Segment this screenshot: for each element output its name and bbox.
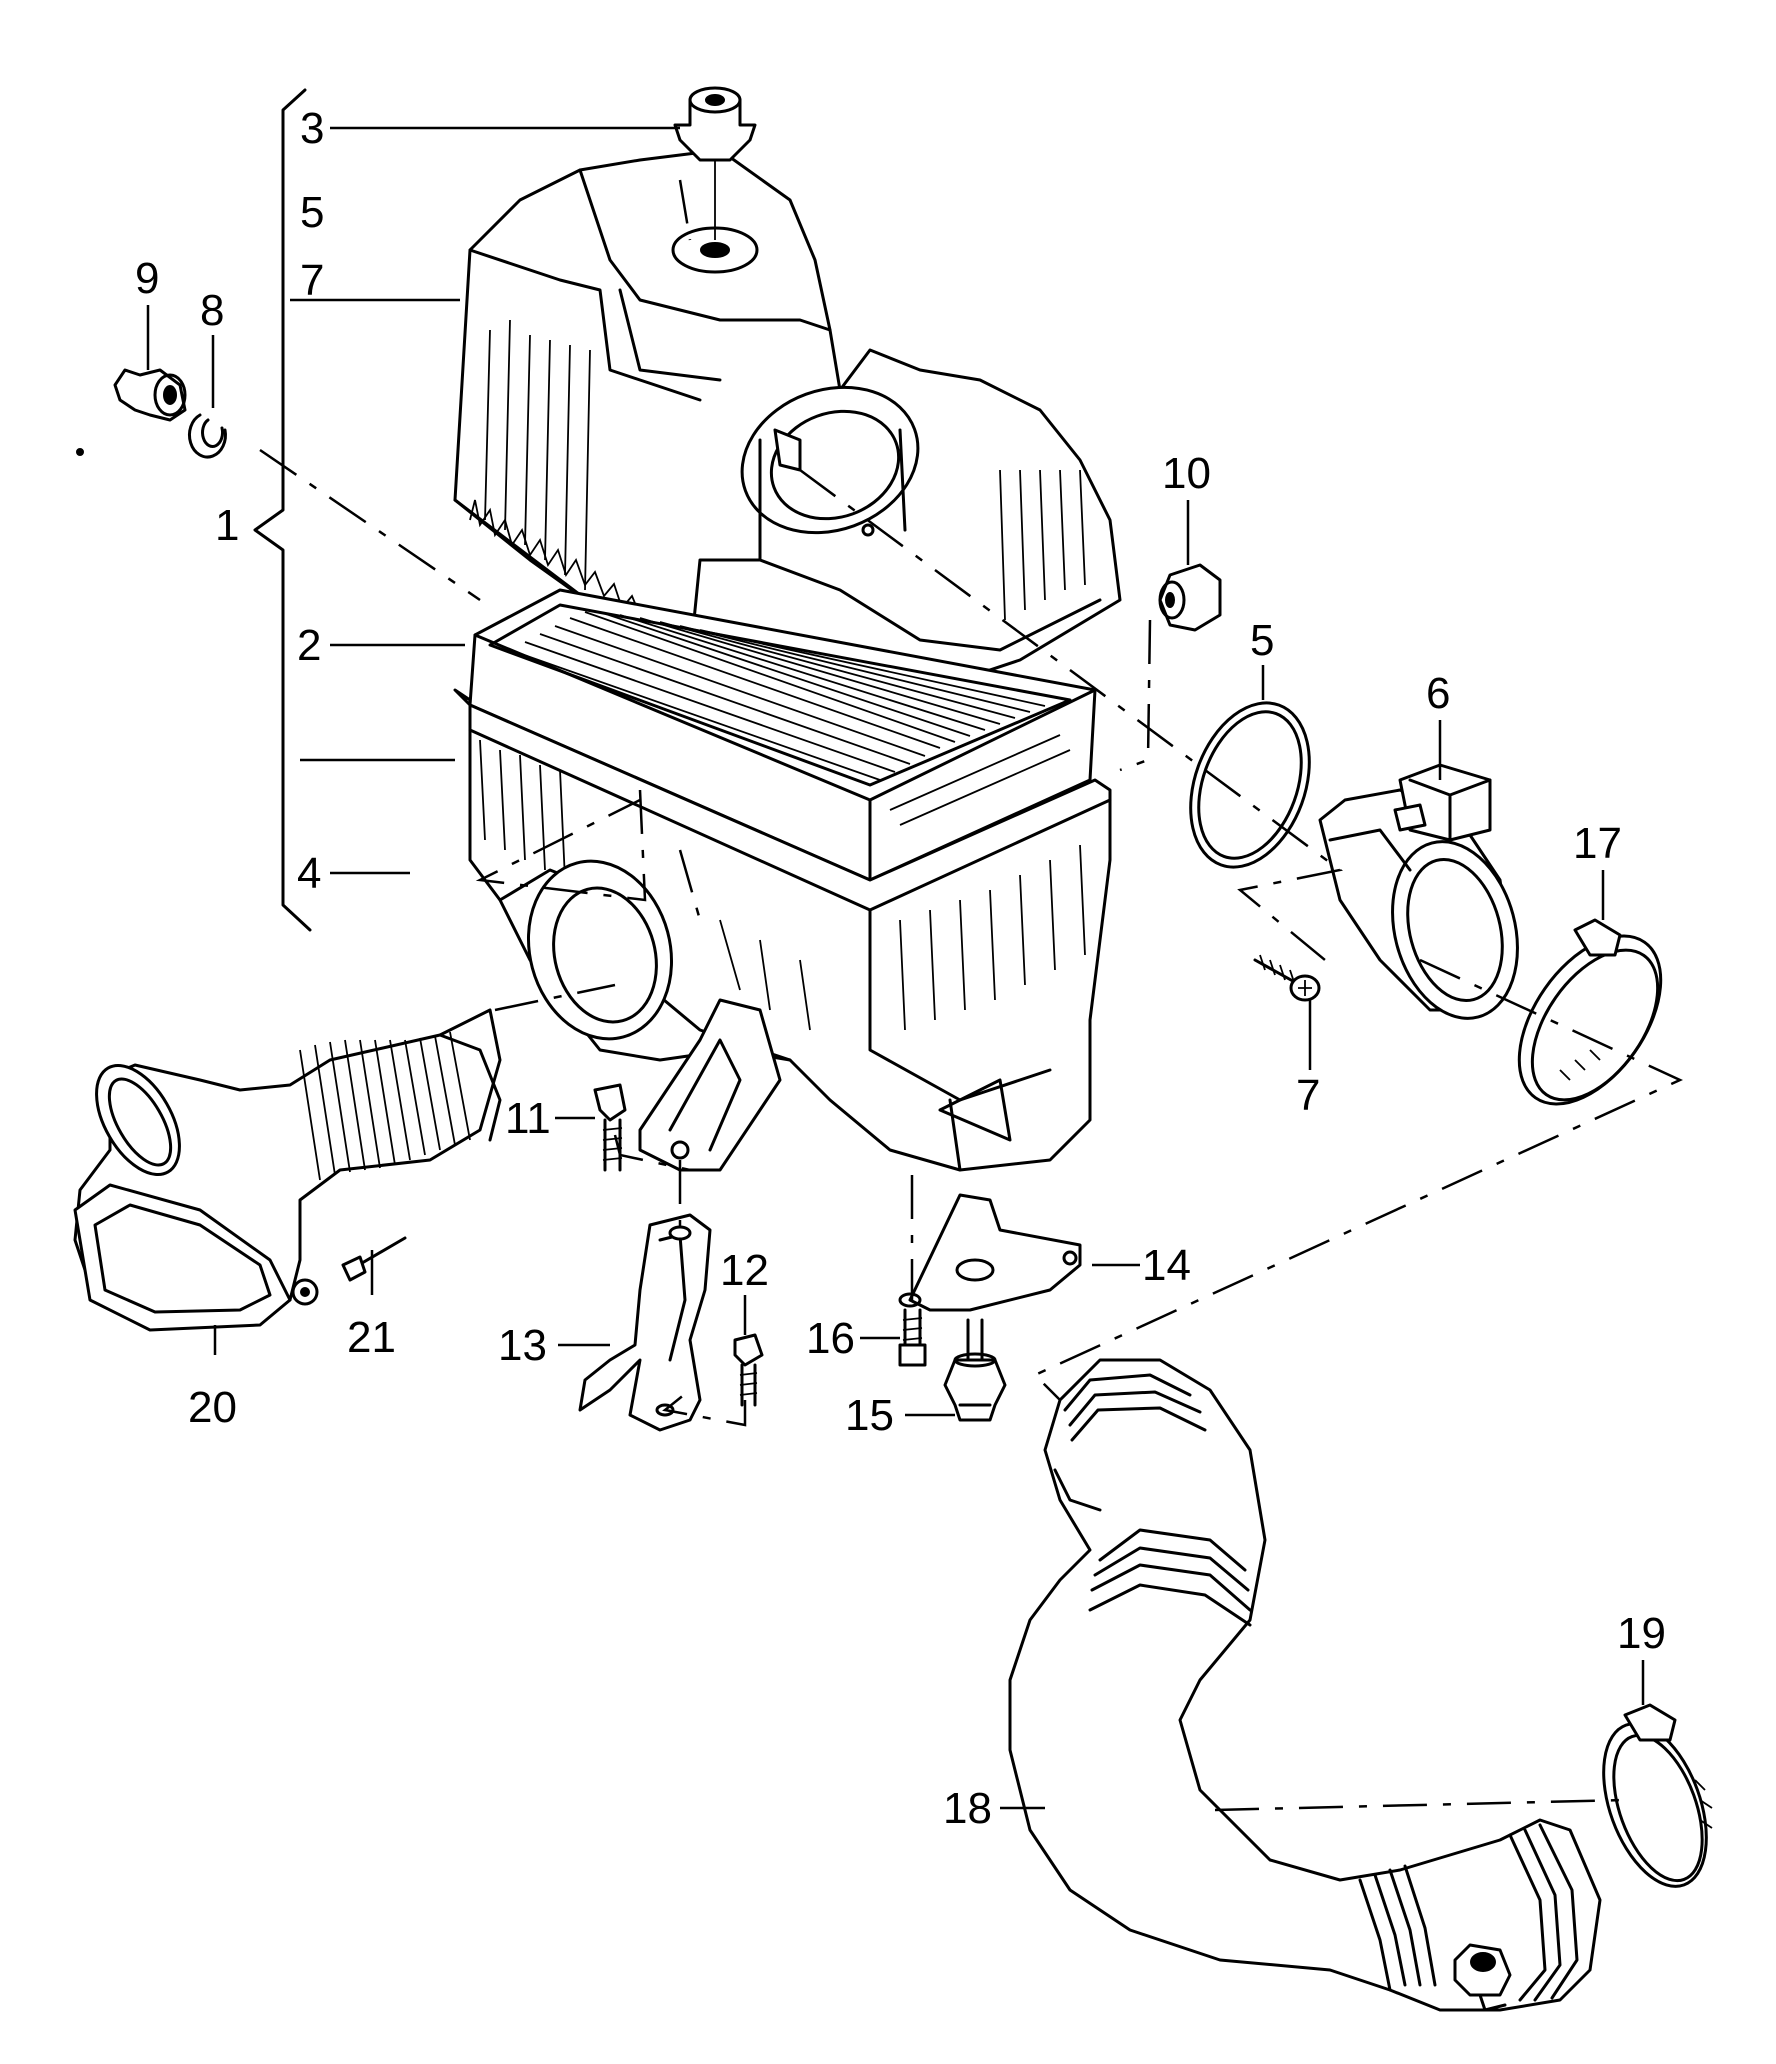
grommet-part-9 bbox=[113, 368, 187, 422]
rubber-mount-part-15 bbox=[943, 1318, 1007, 1422]
clip-part-8 bbox=[188, 413, 227, 459]
callout-11: 11 bbox=[505, 1094, 551, 1143]
callout-7-lid: 7 bbox=[300, 256, 324, 305]
air-filter-element bbox=[468, 588, 1097, 882]
callout-labels: 3 5 7 9 8 1 2 4 10 5 6 17 7 11 12 13 14 … bbox=[135, 104, 1666, 1833]
bolt-part-16 bbox=[898, 1308, 927, 1367]
cap-part-3 bbox=[673, 86, 757, 240]
callout-16: 16 bbox=[806, 1314, 855, 1363]
callout-14: 14 bbox=[1142, 1241, 1191, 1290]
callout-15: 15 bbox=[845, 1391, 894, 1440]
callout-21: 21 bbox=[347, 1313, 396, 1362]
assembly-dashed-lines bbox=[259, 179, 1683, 1812]
callout-7: 7 bbox=[1296, 1071, 1320, 1120]
rivet-part-21 bbox=[341, 1236, 407, 1282]
intake-hose-part-18 bbox=[1008, 1358, 1602, 2012]
callout-9: 9 bbox=[135, 254, 159, 303]
hose-clamp-part-17 bbox=[1517, 918, 1663, 1106]
callout-5: 5 bbox=[1250, 616, 1274, 665]
intake-duct-part-20 bbox=[73, 1008, 502, 1332]
air-mass-meter-part-6 bbox=[1318, 763, 1519, 1020]
callout-17: 17 bbox=[1573, 819, 1622, 868]
callout-10: 10 bbox=[1162, 449, 1211, 498]
callout-1: 1 bbox=[215, 501, 239, 550]
callout-4: 4 bbox=[297, 849, 321, 898]
o-ring-part-5 bbox=[1189, 701, 1311, 869]
callout-20: 20 bbox=[188, 1383, 237, 1432]
callout-6: 6 bbox=[1426, 669, 1450, 718]
bolt-part-12 bbox=[733, 1333, 764, 1407]
callout-12: 12 bbox=[720, 1246, 769, 1295]
screw-part-7 bbox=[1253, 954, 1321, 1002]
bracket-part-13 bbox=[578, 1213, 712, 1432]
callout-13: 13 bbox=[498, 1321, 547, 1370]
hose-clamp-part-19 bbox=[1602, 1703, 1713, 1888]
callout-8: 8 bbox=[200, 286, 224, 335]
bracket-part-14 bbox=[898, 1193, 1082, 1312]
bolt-part-11 bbox=[593, 1083, 627, 1172]
callout-5-lid: 5 bbox=[300, 188, 324, 237]
assembly-bracket bbox=[253, 88, 312, 932]
callout-18: 18 bbox=[943, 1784, 992, 1833]
callout-19: 19 bbox=[1617, 1609, 1666, 1658]
leader-lines bbox=[146, 126, 1645, 1810]
stray-mark bbox=[76, 448, 84, 456]
callout-3: 3 bbox=[300, 104, 324, 153]
callout-2: 2 bbox=[297, 621, 321, 670]
grommet-part-10 bbox=[1158, 563, 1222, 632]
